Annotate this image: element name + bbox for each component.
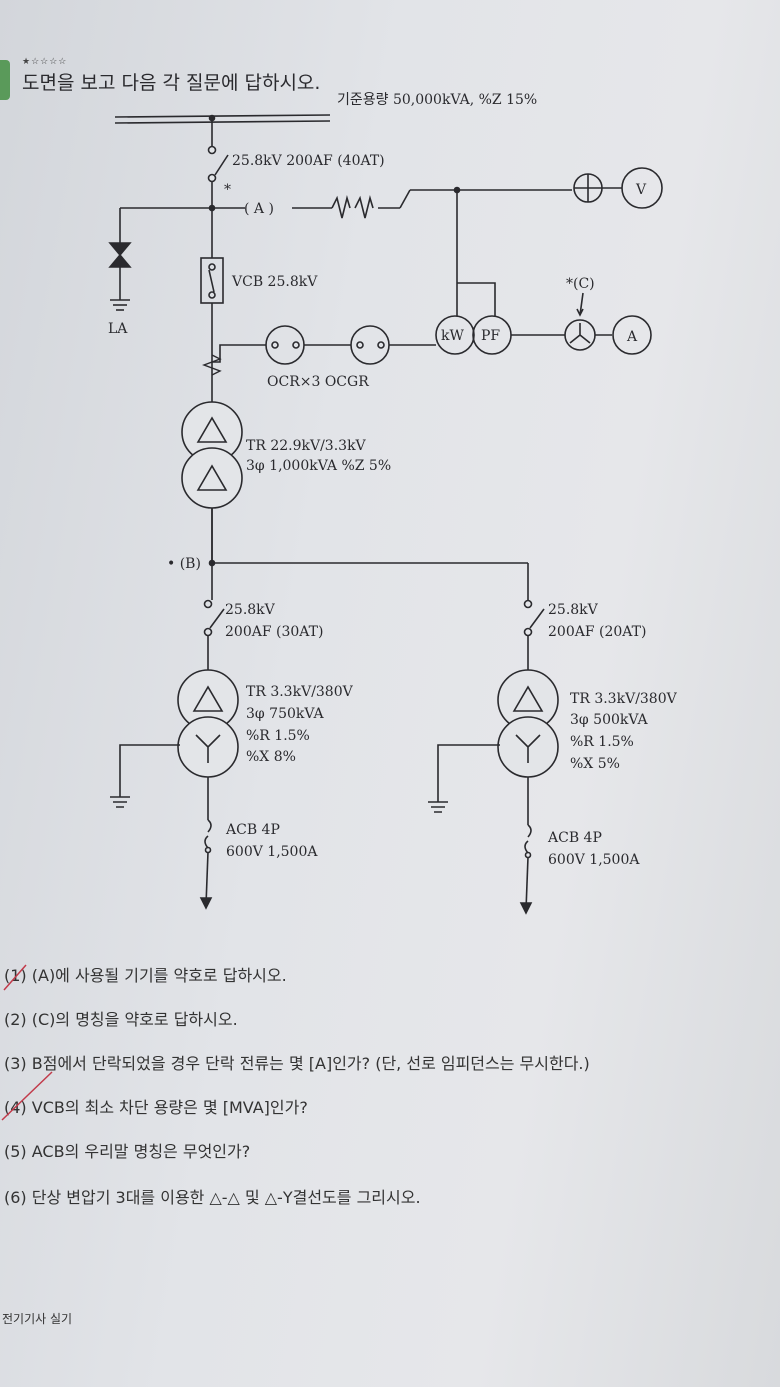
difficulty-stars: ★☆☆☆☆ xyxy=(22,57,68,67)
single-line-diagram: 기준용량 50,000kVA, %Z 15% 25.8kV 200AF (40A… xyxy=(108,92,678,915)
tr2-resistance: %R 1.5% xyxy=(246,728,310,744)
right-switch-rating: 200AF (20AT) xyxy=(548,624,646,640)
point-c-label: *(C) xyxy=(566,276,595,292)
vcb-label: VCB 25.8kV xyxy=(231,274,318,290)
voltmeter-label: V xyxy=(635,182,647,198)
right-acb-rating: 600V 1,500A xyxy=(548,852,640,868)
left-acb-rating: 600V 1,500A xyxy=(226,844,318,860)
point-b-label: • (B) xyxy=(167,556,201,572)
question-2: (2) (C)의 명칭을 약호로 답하시오. xyxy=(4,1010,238,1029)
question-6: (6) 단상 변압기 3대를 이용한 △-△ 및 △-Y결선도를 그리시오. xyxy=(4,1188,421,1207)
source-bus xyxy=(114,114,331,124)
voltmeter-icon xyxy=(621,167,663,209)
source-label: 기준용량 50,000kVA, %Z 15% xyxy=(337,92,537,108)
main-transformer-icon xyxy=(181,401,243,509)
tr1-rating: TR 22.9kV/3.3kV xyxy=(246,438,367,454)
right-transformer-icon xyxy=(497,669,559,778)
ammeter-icon xyxy=(612,315,652,355)
question-1: (1) (A)에 사용될 기기를 약호로 답하시오. xyxy=(4,966,287,985)
asterisk-a: * xyxy=(224,182,231,198)
question-4: (4) VCB의 최소 차단 용량은 몇 [MVA]인가? xyxy=(4,1098,308,1117)
kw-meter-icon xyxy=(435,315,475,355)
ocr-relay-icon xyxy=(265,325,305,365)
main-switch-label: 25.8kV 200AF (40AT) xyxy=(232,153,385,169)
right-switch-voltage: 25.8kV xyxy=(548,602,599,618)
left-switch-rating: 200AF (30AT) xyxy=(225,624,323,640)
tr2-capacity: 3φ 750kVA xyxy=(246,706,325,722)
right-acb-type: ACB 4P xyxy=(547,830,602,846)
tr2-reactance: %X 8% xyxy=(246,749,296,765)
point-a-label: ( A ) xyxy=(244,201,274,217)
footer-book-title: 전기기사 실기 xyxy=(2,1312,73,1326)
ocgr-relay-icon xyxy=(350,325,390,365)
ammeter-switch-icon xyxy=(564,319,596,351)
left-switch-voltage: 25.8kV xyxy=(225,602,276,618)
left-acb-icon xyxy=(199,777,213,910)
ammeter-label: A xyxy=(626,329,638,345)
question-5: (5) ACB의 우리말 명칭은 무엇인가? xyxy=(4,1142,251,1161)
pf-label: PF xyxy=(481,328,500,344)
tr3-capacity: 3φ 500kVA xyxy=(570,712,649,728)
left-acb-type: ACB 4P xyxy=(225,822,280,838)
tr3-rating: TR 3.3kV/380V xyxy=(570,691,678,707)
left-transformer-icon xyxy=(177,669,239,778)
tr2-rating: TR 3.3kV/380V xyxy=(246,684,354,700)
right-acb-icon xyxy=(519,777,533,915)
left-ground-icon xyxy=(110,744,180,808)
main-switch xyxy=(207,118,229,258)
la-label: LA xyxy=(108,321,128,337)
relays-label: OCR×3 OCGR xyxy=(267,374,369,390)
kw-label: kW xyxy=(441,328,464,344)
tr1-capacity: 3φ 1,000kVA %Z 5% xyxy=(246,458,391,474)
tr3-resistance: %R 1.5% xyxy=(570,734,634,750)
question-3: (3) B점에서 단락되었을 경우 단락 전류는 몇 [A]인가? (단, 선로… xyxy=(4,1054,590,1073)
pt-transformer-icon xyxy=(331,194,374,219)
instruction-heading: 도면을 보고 다음 각 질문에 답하시오. xyxy=(22,72,321,94)
tr3-reactance: %X 5% xyxy=(570,756,620,772)
ct-icon xyxy=(202,354,222,376)
voltmeter-switch-icon xyxy=(573,173,603,203)
right-feeder-switch xyxy=(523,599,545,670)
section-tab xyxy=(0,60,10,100)
right-ground-icon xyxy=(428,744,500,813)
lightning-arrester-icon xyxy=(108,208,132,311)
left-feeder-switch xyxy=(203,599,225,670)
